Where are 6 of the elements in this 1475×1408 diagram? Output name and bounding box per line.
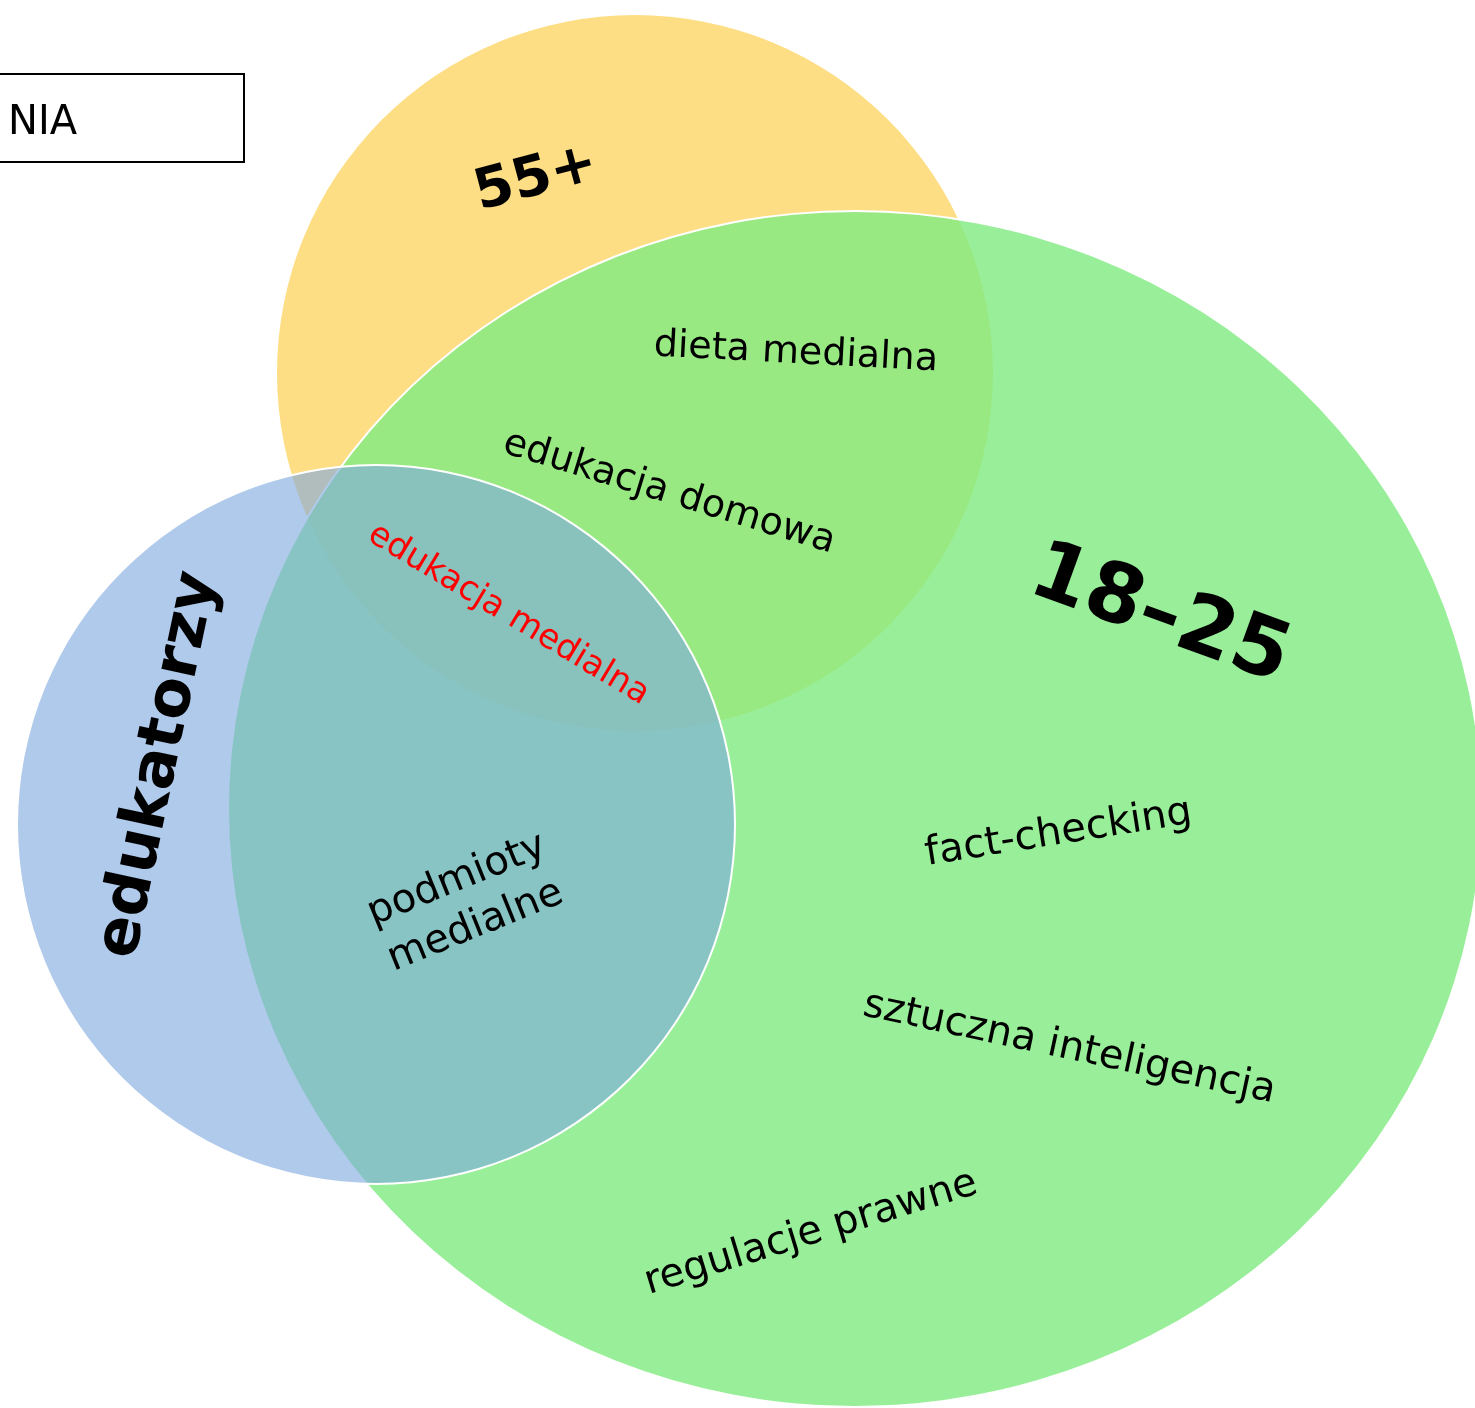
set-label: 55+: [466, 127, 604, 223]
region-label: dieta medialna: [652, 320, 940, 380]
title-box: [0, 73, 245, 163]
region-label: fact-checking: [921, 786, 1195, 874]
set-label: 18–25: [1019, 519, 1305, 701]
box-title: NIA: [8, 97, 78, 143]
